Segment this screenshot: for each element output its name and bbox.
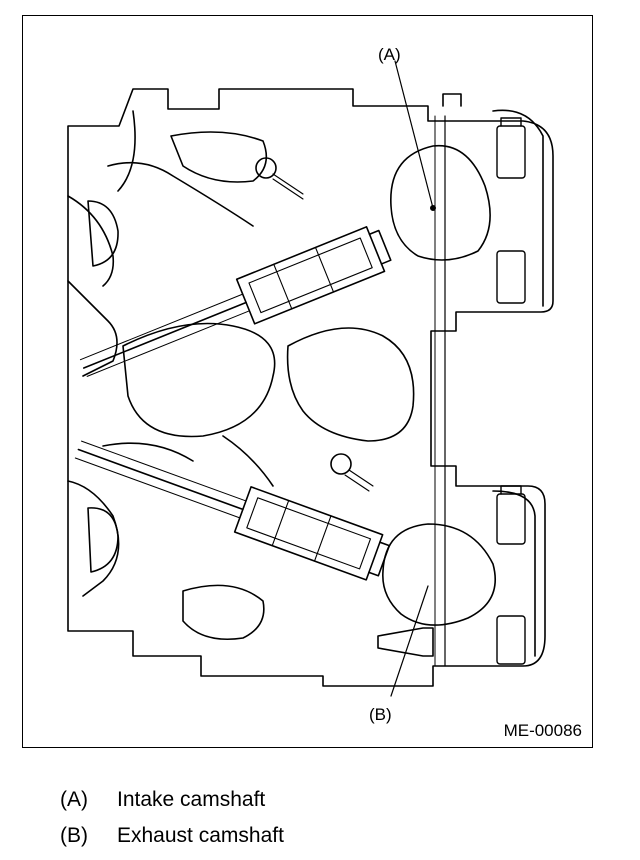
- figure-id: ME-00086: [503, 721, 582, 740]
- intake-port: [67, 195, 118, 377]
- exhaust-valve-assembly: [74, 440, 391, 581]
- cam-cover-upper: [442, 93, 544, 307]
- callout-b-label: (B): [369, 705, 392, 724]
- callout-a-label: (A): [378, 45, 401, 64]
- lower-cavity: [182, 584, 265, 641]
- legend-key: (B): [60, 824, 88, 847]
- right-core: [286, 327, 415, 442]
- exhaust-port: [67, 480, 120, 597]
- left-cavity: [87, 200, 119, 267]
- left-lower-cavity: [87, 507, 119, 573]
- lower-plug: [377, 627, 434, 657]
- upper-cavity: [170, 131, 268, 183]
- lower-web: [102, 435, 274, 487]
- callout-a-leader: [394, 60, 434, 209]
- cam-cover-lower: [492, 490, 536, 657]
- exhaust-camshaft-lobe: [382, 523, 497, 626]
- legend-item: (B) Exhaust camshaft: [60, 818, 284, 854]
- intake-valve-assembly: [79, 226, 392, 377]
- head-casting-outline: [67, 88, 554, 687]
- figure-frame: (A) (B) ME-00086: [22, 15, 593, 748]
- legend-item: (A) Intake camshaft: [60, 782, 284, 818]
- cam-cap-bolts: [496, 117, 526, 665]
- cylinder-head-cross-section: [67, 60, 554, 697]
- upper-web: [107, 110, 254, 227]
- legend: (A) Intake camshaft (B) Exhaust camshaft: [60, 782, 284, 854]
- lower-oil-passage: [330, 453, 352, 475]
- legend-label: Exhaust camshaft: [117, 824, 284, 847]
- intake-camshaft-lobe: [390, 144, 491, 261]
- callout-b-leader: [390, 585, 429, 697]
- legend-key: (A): [60, 788, 88, 811]
- center-core: [122, 322, 276, 438]
- legend-label: Intake camshaft: [117, 788, 266, 811]
